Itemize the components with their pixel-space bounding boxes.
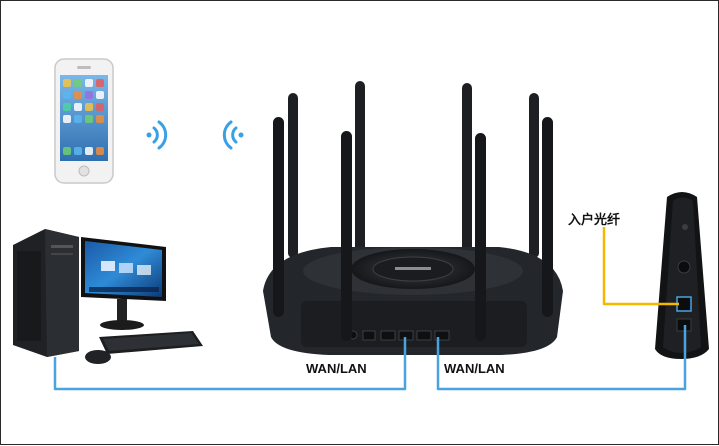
wan-lan-port-label-right: WAN/LAN	[444, 361, 505, 376]
fiber-input-label: 入户光纤	[568, 212, 621, 227]
wifi-signal-icon	[222, 120, 244, 150]
optical-modem-icon	[655, 192, 709, 359]
desktop-computer-icon	[13, 229, 203, 364]
router-icon	[263, 81, 563, 355]
smartphone-icon	[54, 58, 114, 184]
wan-lan-port-label-left: WAN/LAN	[306, 361, 367, 376]
ethernet-cable	[53, 325, 687, 391]
fiber-line	[602, 227, 679, 306]
wifi-signal-icon	[146, 120, 168, 150]
